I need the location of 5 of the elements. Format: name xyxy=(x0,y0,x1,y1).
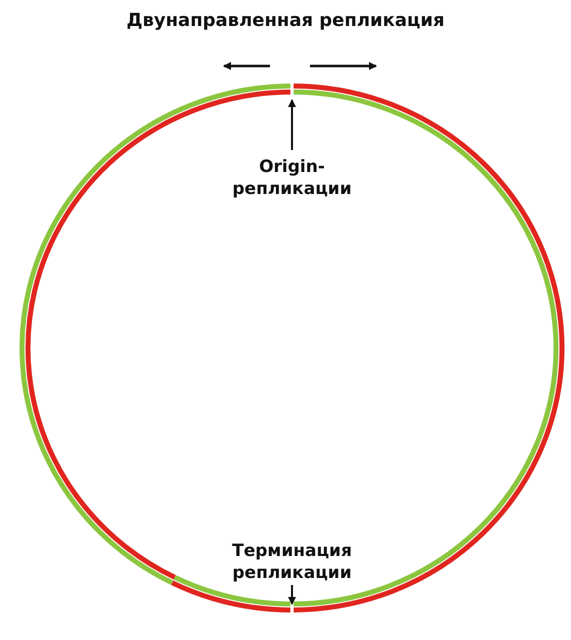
title: Двунаправленная репликация xyxy=(125,10,446,32)
leader-arrow xyxy=(288,585,296,605)
node-label: Терминация репликации xyxy=(192,540,392,584)
leader-arrow xyxy=(288,99,296,150)
node-label: Origin- репликации xyxy=(217,156,367,200)
